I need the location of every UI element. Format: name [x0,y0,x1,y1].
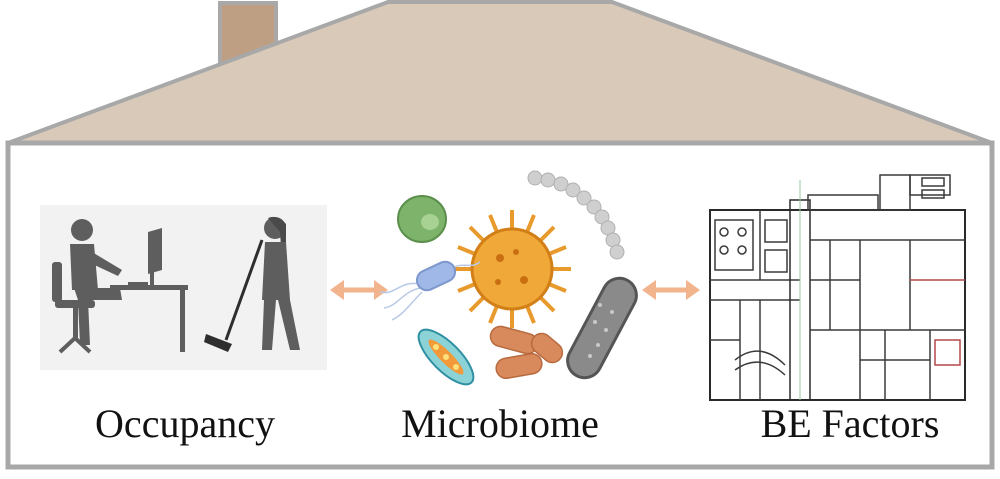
rod-bacteria-icon [566,276,638,380]
bacteria-icon [379,260,481,321]
cocci-chain-icon [527,170,625,260]
person-at-computer-icon [52,219,188,354]
roof [7,0,993,145]
double-arrow-icon [330,280,388,300]
floor-plan-icon [709,174,966,401]
occupancy-label: Occupancy [95,401,275,446]
double-arrow-icon [642,280,700,300]
ciliated-bacteria-icon [417,328,475,386]
microbiome-label: Microbiome [401,401,599,446]
rod-bacteria-cluster-icon [489,325,564,380]
be-factors-label: BE Factors [760,401,940,446]
virus-icon [453,210,571,328]
microbiome-illustration [379,170,638,386]
person-sweeping-icon [204,216,300,352]
cell-icon [397,195,447,243]
occupancy-illustration [40,205,327,370]
